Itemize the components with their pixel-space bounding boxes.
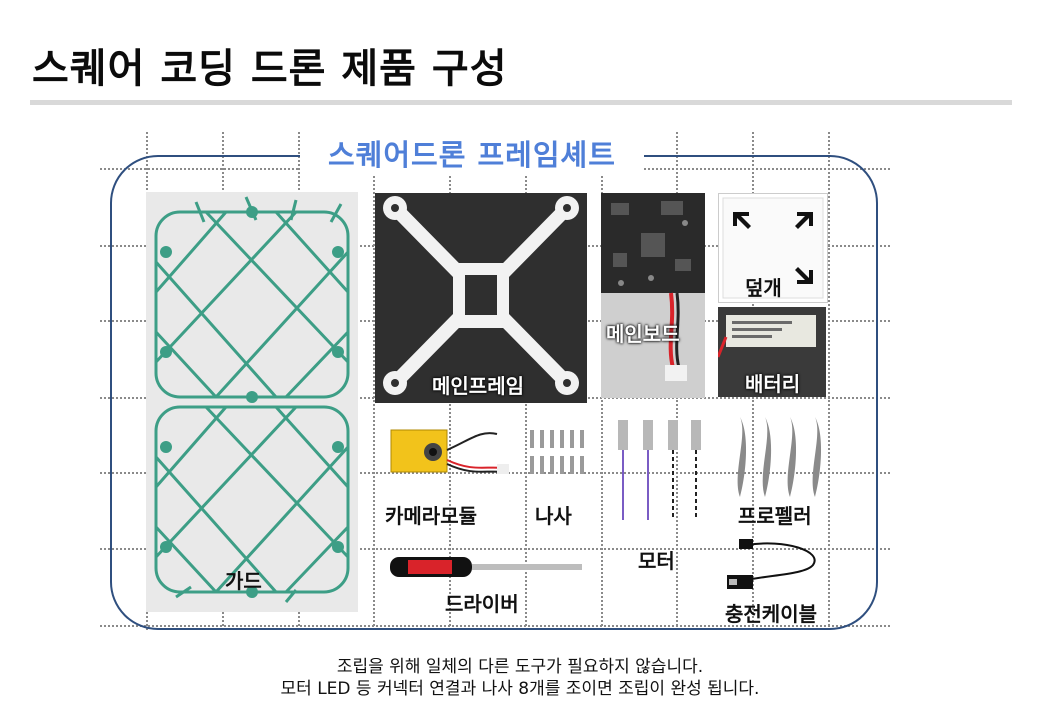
main-frame-illustration <box>383 196 579 395</box>
main-board-photo <box>601 193 705 398</box>
motor-illustration <box>618 420 701 520</box>
grid-line <box>100 472 890 474</box>
caption-line-2: 모터 LED 등 커넥터 연결과 나사 8개를 조이면 조립이 완성 됩니다. <box>280 679 760 699</box>
label-battery: 배터리 <box>745 372 801 396</box>
label-guard: 가드 <box>225 569 262 593</box>
driver-photo <box>388 552 588 582</box>
screws-illustration <box>530 430 584 474</box>
main-board-illustration <box>601 193 705 381</box>
label-motor: 모터 <box>638 549 675 573</box>
label-charging-cable: 충전케이블 <box>725 602 817 626</box>
main-frame-photo <box>375 193 587 403</box>
label-main-frame: 메인프레임 <box>432 374 524 398</box>
battery-illustration <box>718 315 816 358</box>
label-main-board: 메인보드 <box>606 322 680 346</box>
caption-line-1: 조립을 위해 일체의 다른 도구가 필요하지 않습니다. <box>336 657 704 677</box>
screws-photo <box>528 428 590 480</box>
charging-cable-illustration <box>727 539 816 589</box>
charging-cable-photo <box>725 535 830 597</box>
label-cover: 덮개 <box>745 276 782 300</box>
guard-illustration <box>154 196 350 603</box>
cover-photo <box>718 193 828 303</box>
label-screws: 나사 <box>535 504 572 528</box>
driver-illustration <box>390 557 582 577</box>
label-camera-module: 카메라모듈 <box>385 504 477 528</box>
set-title: 스퀘어드론 프레임셰트 <box>300 132 644 174</box>
title-divider <box>30 100 1012 105</box>
camera-module-illustration <box>390 429 509 474</box>
propeller-photo <box>728 415 828 500</box>
grid-line <box>100 625 890 627</box>
label-propeller: 프로펠러 <box>738 504 812 528</box>
guard-photo <box>146 192 358 612</box>
grid-line <box>373 132 375 630</box>
label-driver: 드라이버 <box>445 592 519 616</box>
battery-photo <box>718 307 826 397</box>
camera-module-photo <box>385 420 515 490</box>
grid-line <box>100 548 890 550</box>
cover-illustration <box>722 197 824 299</box>
motor-photo <box>613 415 708 530</box>
propeller-illustration <box>737 417 822 497</box>
grid-line <box>828 132 830 630</box>
page-title: 스퀘어 코딩 드론 제품 구성 <box>32 46 508 92</box>
